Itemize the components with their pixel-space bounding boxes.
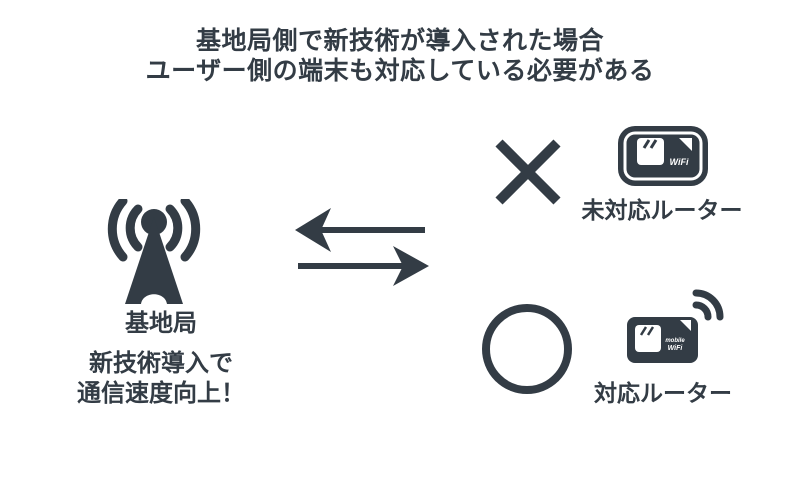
circle-mark-icon (482, 304, 572, 394)
incompatible-router-label: 未対応ルーター (581, 197, 743, 223)
title-line-2: ユーザー側の端末も対応している必要がある (145, 57, 655, 85)
compatible-router-label: 対応ルーター (594, 380, 732, 406)
router-wifi-text: WiFi (670, 157, 689, 167)
cross-mark-icon (495, 139, 561, 205)
page-title: 基地局側で新技術が導入された場合 ユーザー側の端末も対応している必要がある (0, 26, 800, 86)
wifi-signal-waves-icon (692, 289, 724, 321)
mobile-wifi-router-icon: mobile WiFi (627, 289, 724, 363)
base-station-caption-line-1: 新技術導入で (89, 350, 233, 377)
bidirectional-arrows-icon (295, 208, 429, 286)
base-station-caption: 新技術導入で 通信速度向上！ (21, 349, 301, 409)
antenna-tower-icon (107, 199, 201, 304)
base-station-label: 基地局 (125, 310, 197, 337)
wifi-router-icon: WiFi (618, 126, 708, 186)
router-wifi-text: WiFi (668, 345, 684, 352)
router-mobile-text: mobile (665, 338, 685, 344)
base-station-caption-line-2: 通信速度向上！ (77, 380, 245, 407)
title-line-1: 基地局側で新技術が導入された場合 (195, 27, 604, 55)
